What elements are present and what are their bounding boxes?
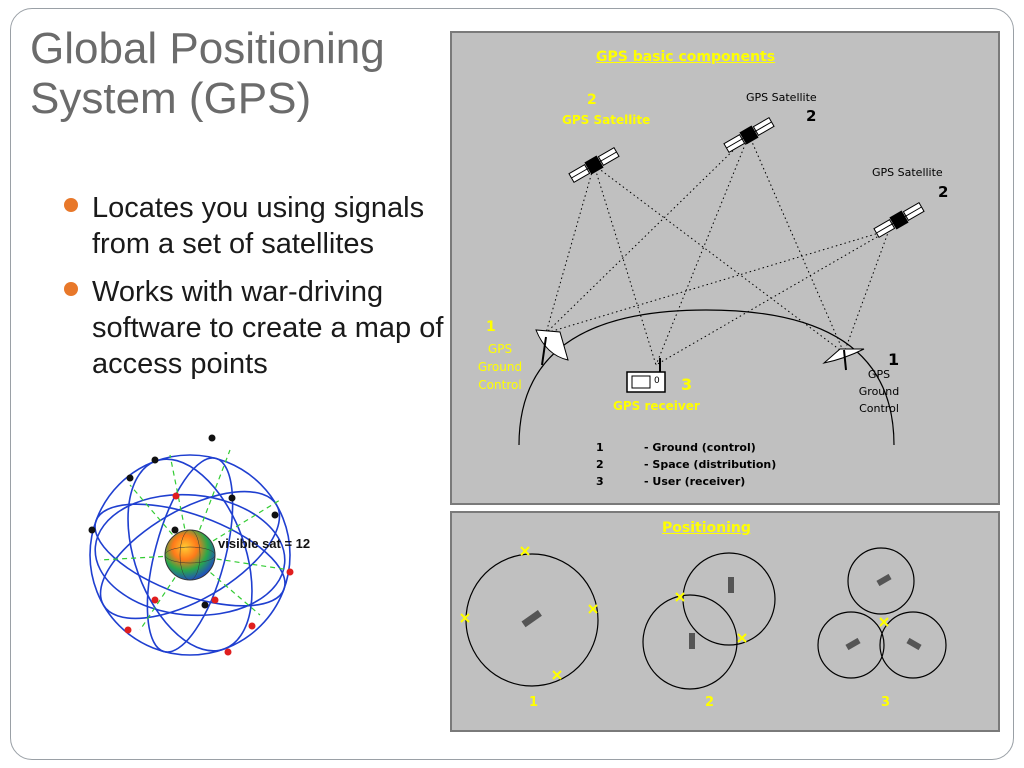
ground-label-line: Control [478, 378, 522, 392]
satellite-number: 2 [587, 92, 597, 108]
legend-number: 1 [596, 441, 604, 454]
gps-components-panel [450, 31, 1000, 505]
bullet-dot-icon [64, 198, 78, 212]
satellite-label: GPS Satellite [562, 113, 651, 127]
ground-dish-icon [535, 329, 569, 366]
positioning-case-number: 2 [705, 695, 715, 710]
receiver-device-glyph: 0 [654, 376, 660, 386]
ground-label-line: Ground [477, 360, 523, 374]
legend-desc: - User (receiver) [644, 475, 746, 488]
ground-number: 1 [486, 319, 496, 335]
legend-desc: - Ground (control) [644, 441, 756, 454]
legend-number: 3 [596, 475, 604, 488]
gps-receiver-icon [626, 358, 666, 393]
satellite-label: GPS Satellite [746, 91, 817, 104]
legend-desc: - Space (distribution) [644, 458, 777, 471]
ground-label-line: Ground [858, 385, 900, 398]
legend-number: 2 [596, 458, 604, 471]
ground-number: 1 [888, 350, 900, 369]
positioning-case-number: 3 [881, 695, 891, 710]
bullet-item: Locates you using signals from a set of … [64, 190, 444, 262]
bullet-text: Works with war-driving software to creat… [92, 276, 444, 380]
visible-sat-caption: visible sat = 12 [218, 536, 310, 551]
satellite-icon [723, 116, 775, 154]
gps-diagram: GPS basic components 2 GPS Satellite GPS… [444, 25, 1006, 738]
positioning-case-number: 1 [529, 695, 539, 710]
ground-label-line: GPS [487, 342, 513, 356]
bullet-list: Locates you using signals from a set of … [64, 190, 444, 394]
satellite-icon [568, 146, 620, 184]
satellite-number: 2 [938, 183, 949, 201]
bullet-text: Locates you using signals from a set of … [92, 192, 425, 260]
positioning-heading: Positioning [662, 520, 751, 536]
receiver-label: GPS receiver [613, 399, 700, 413]
bullet-item: Works with war-driving software to creat… [64, 274, 444, 382]
ground-label-line: Control [859, 402, 899, 415]
satellite-number: 2 [806, 107, 817, 125]
satellite-icon [873, 201, 925, 239]
receiver-number: 3 [681, 375, 693, 394]
ground-dish-icon [822, 348, 865, 371]
ground-control-label: GPS Ground Control [849, 366, 909, 417]
ground-control-label: GPS Ground Control [470, 340, 530, 394]
ground-label-line: GPS [867, 368, 891, 381]
gps-diagram-graphics [460, 116, 947, 690]
satellite-orbit-globe-image: visible sat = 12 [88, 434, 310, 656]
gps-components-heading: GPS basic components [596, 49, 776, 65]
positioning-panel [450, 511, 1000, 732]
slide-title: Global Positioning System (GPS) [30, 24, 385, 123]
bullet-dot-icon [64, 282, 78, 296]
satellite-label: GPS Satellite [872, 166, 943, 179]
